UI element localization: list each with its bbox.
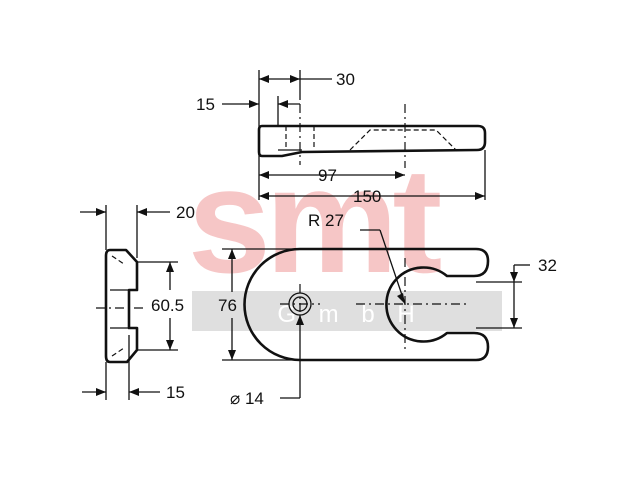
arrow-15-top-left: [249, 100, 259, 108]
arrow-76-bottom: [228, 350, 236, 360]
dim-label-r27: R 27: [308, 211, 344, 230]
front-view: R 27 76 32 ⌀ 14: [218, 211, 557, 408]
dim-label-20: 20: [176, 203, 195, 222]
dim-label-15-top: 15: [196, 95, 215, 114]
arrow-15-top-right: [278, 100, 288, 108]
dim-label-15-bottom: 15: [166, 383, 185, 402]
arrow-97-right: [395, 171, 405, 179]
leader-r27: [379, 229, 406, 305]
dim-label-60-5: 60.5: [151, 296, 184, 315]
arrow-150-right: [475, 192, 485, 200]
dim-label-97: 97: [318, 166, 337, 185]
arrow-60-top: [166, 262, 174, 272]
arrow-76-top: [228, 249, 236, 259]
arrow-20-left: [96, 208, 106, 216]
dim-label-32: 32: [538, 256, 557, 275]
arrow-dia14: [296, 315, 304, 325]
arrow-60-bottom: [166, 340, 174, 350]
top-elevation-view: 30 15 97 150: [196, 70, 487, 206]
arrow-30-left: [259, 75, 269, 83]
watermark-logo: smt: [188, 136, 442, 304]
watermark: smt G m b H: [188, 136, 502, 331]
front-view-outline: [243, 247, 490, 362]
dim-label-dia14: ⌀ 14: [230, 389, 264, 408]
dim-label-76: 76: [218, 296, 237, 315]
arrow-30-right: [290, 75, 300, 83]
arrow-r27: [397, 293, 405, 304]
dim-label-30: 30: [336, 70, 355, 89]
side-view: 20 60.5 15: [80, 203, 195, 402]
arrow-32-bottom: [510, 318, 518, 328]
arrow-32-top: [510, 272, 518, 282]
dim-label-150: 150: [353, 187, 381, 206]
arrow-20-right: [137, 208, 147, 216]
arrow-150-left: [259, 192, 269, 200]
arrow-15-bottom-left: [96, 388, 106, 396]
side-view-hidden: [111, 255, 125, 357]
side-view-outline: [104, 248, 139, 364]
arrow-97-left: [259, 171, 269, 179]
arrow-15-bottom-right: [129, 388, 139, 396]
slot-hidden-line: [349, 129, 457, 151]
